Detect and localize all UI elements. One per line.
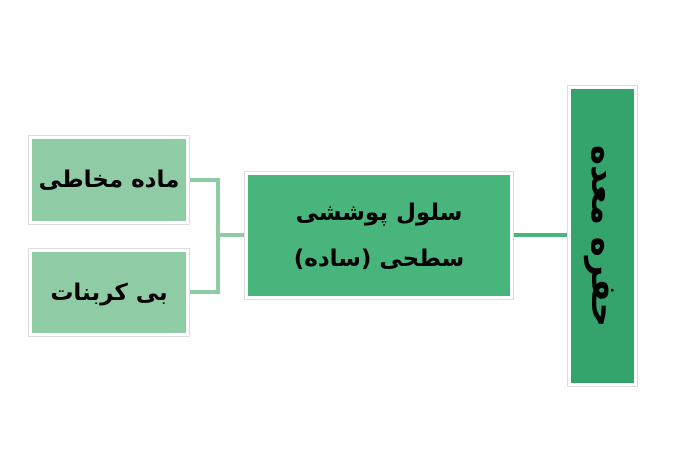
connector-child-2 [188,290,218,294]
child-node-mucus: ماده مخاطی [32,139,186,221]
center-label-line1: سلول پوششی [295,199,463,226]
child-node-bicarbonate: بی کربنات [32,252,186,333]
connector-root-center [513,233,568,237]
root-label: حفره معده [582,145,623,327]
connector-vertical [216,178,220,294]
root-node-gastric-pit: حفره معده [571,89,634,383]
center-node-surface-epithelial-cell: سلول پوششی سطحی (ساده) [248,175,510,296]
connector-center-trunk [217,233,247,237]
connector-child-1 [188,178,218,182]
child-label: بی کربنات [50,279,168,306]
child-label: ماده مخاطی [38,167,180,193]
center-label-line2: سطحی (ساده) [293,245,465,272]
